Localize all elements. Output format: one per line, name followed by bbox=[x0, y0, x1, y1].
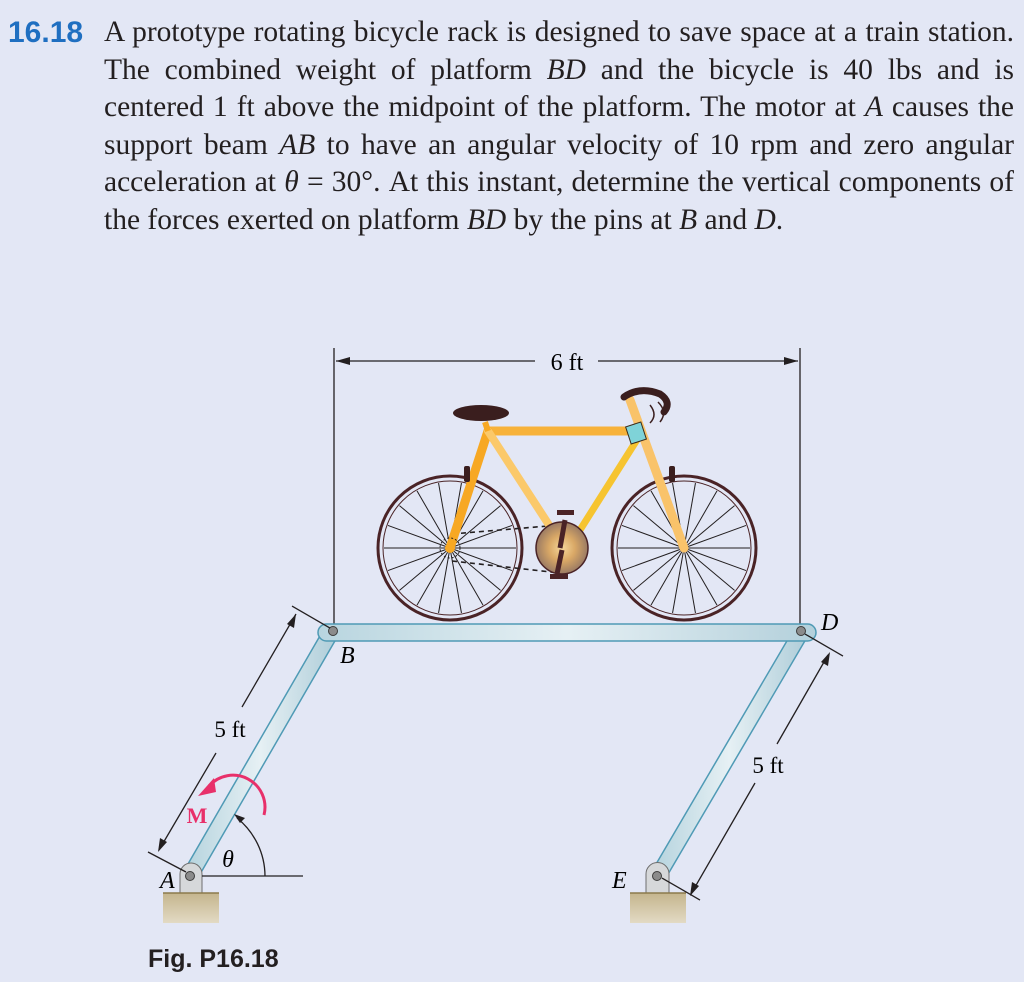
platform-bd bbox=[317, 623, 817, 642]
problem-number: 16.18 bbox=[8, 16, 84, 49]
moment-label: M bbox=[187, 803, 208, 828]
dimension-6ft bbox=[333, 348, 801, 628]
link-ab bbox=[181, 625, 339, 885]
pins bbox=[328, 626, 806, 636]
link-de bbox=[649, 625, 809, 885]
support-a bbox=[163, 862, 219, 923]
dim-6ft-label: 6 ft bbox=[551, 350, 584, 376]
point-a-label: A bbox=[158, 868, 175, 894]
point-d-label: D bbox=[820, 610, 838, 636]
dim-de-label: 5 ft bbox=[752, 753, 784, 778]
bicycle-illustration bbox=[376, 387, 758, 622]
support-e bbox=[630, 862, 686, 923]
moment-arrow-icon bbox=[198, 773, 267, 816]
dimension-de bbox=[661, 633, 844, 901]
point-e-label: E bbox=[611, 868, 627, 894]
theta-angle bbox=[202, 814, 303, 877]
theta-label: θ bbox=[222, 847, 234, 873]
dimension-ab bbox=[147, 605, 331, 873]
dim-ab-label: 5 ft bbox=[214, 717, 246, 742]
figure-caption: Fig. P16.18 bbox=[148, 945, 279, 973]
point-b-label: B bbox=[340, 643, 355, 669]
problem-statement: A prototype rotating bicycle rack is des… bbox=[104, 16, 1015, 236]
